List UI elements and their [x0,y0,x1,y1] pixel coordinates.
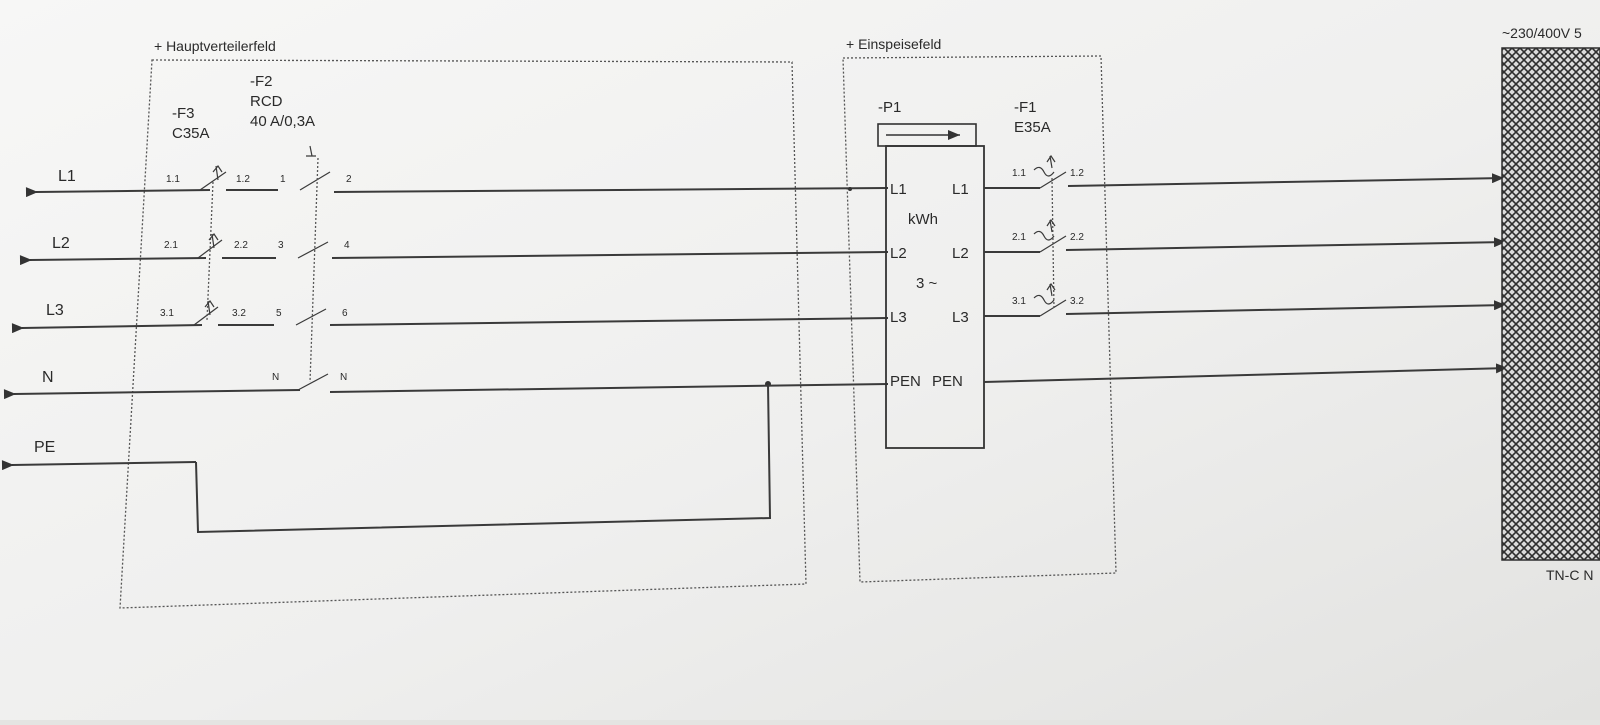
energy-meter-box [885,145,985,449]
line-label-n: N [42,369,54,386]
f2-pole3-in: 5 [276,308,282,319]
f3-pole3-in: 3.1 [160,308,174,319]
n-feed-wire [329,383,889,393]
f2-pole1-out: 2 [346,174,352,185]
f2-type: RCD [250,93,283,110]
meter-in-l2: L2 [890,245,907,262]
f3-pole3-out: 3.2 [232,308,246,319]
meter-phase: 3 ~ [916,275,938,292]
l1-supply-wire [1067,173,1505,187]
f2-pole2-out: 4 [344,240,350,251]
meter-out-pen: PEN [932,373,963,390]
f1-pole1-out: 1.2 [1070,168,1084,179]
distribution-panel-label: + Hauptverteilerfeld [154,38,276,54]
l3-output-wire [11,323,203,334]
f3-pole1-out: 1.2 [236,174,250,185]
feed-panel-frame [842,55,1117,583]
line-label-l2: L2 [52,235,70,252]
line-label-l1: L1 [58,168,76,185]
f1-pole3-in: 3.1 [1012,296,1026,307]
l3-feed-wire [329,317,889,326]
meter-out-l2: L2 [952,245,969,262]
l2-feed-wire [331,251,889,259]
p1-tag: -P1 [878,99,901,116]
l1-junction-dot [848,187,852,191]
f3-tag: -F3 [172,105,195,122]
f2-pole1-in: 1 [280,174,286,185]
f2-tag: -F2 [250,73,273,90]
meter-out-l3: L3 [952,309,969,326]
f3-rating: C35A [172,125,210,142]
f1-switch-symbol [1033,154,1067,317]
f3-breaker-symbol [193,164,227,326]
l1-output-wire [25,187,211,198]
meter-unit: kWh [908,211,938,228]
f3-pole1-in: 1.1 [166,174,180,185]
line-label-l3: L3 [46,302,64,319]
supply-network-block [1501,47,1600,561]
f1-pole3-out: 3.2 [1070,296,1084,307]
f3-pole2-in: 2.1 [164,240,178,251]
l3-supply-wire [1065,300,1507,315]
f2-pole3-out: 6 [342,308,348,319]
f2-pole-n-in: N [272,372,279,383]
meter-in-l1: L1 [890,181,907,198]
pen-supply-wire [983,363,1509,383]
l2-supply-wire [1065,237,1507,251]
f1-pole2-out: 2.2 [1070,232,1084,243]
n-output-wire [3,389,301,400]
meter-in-l3: L3 [890,309,907,326]
f1-pole2-in: 2.1 [1012,232,1026,243]
pe-bridge-wire [195,383,772,534]
f2-pole2-in: 3 [278,240,284,251]
feed-panel-label: + Einspeisefeld [846,36,941,52]
meter-in-pen: PEN [890,373,921,390]
f2-rcd-symbol [295,145,331,391]
f1-pole1-in: 1.1 [1012,168,1026,179]
f2-pole-n-out: N [340,372,347,383]
f2-rating: 40 A/0,3A [250,113,315,130]
meter-out-l1: L1 [952,181,969,198]
supply-voltage-label: ~230/400V 5 [1502,25,1582,41]
pe-output-wire [1,460,197,471]
f3-pole2-out: 2.2 [234,240,248,251]
f1-tag: -F1 [1014,99,1037,116]
line-label-pe: PE [34,439,55,456]
supply-system-label: TN-C N [1546,567,1593,583]
f1-rating: E35A [1014,119,1051,136]
l2-output-wire [19,255,207,266]
l1-feed-wire [333,187,889,193]
